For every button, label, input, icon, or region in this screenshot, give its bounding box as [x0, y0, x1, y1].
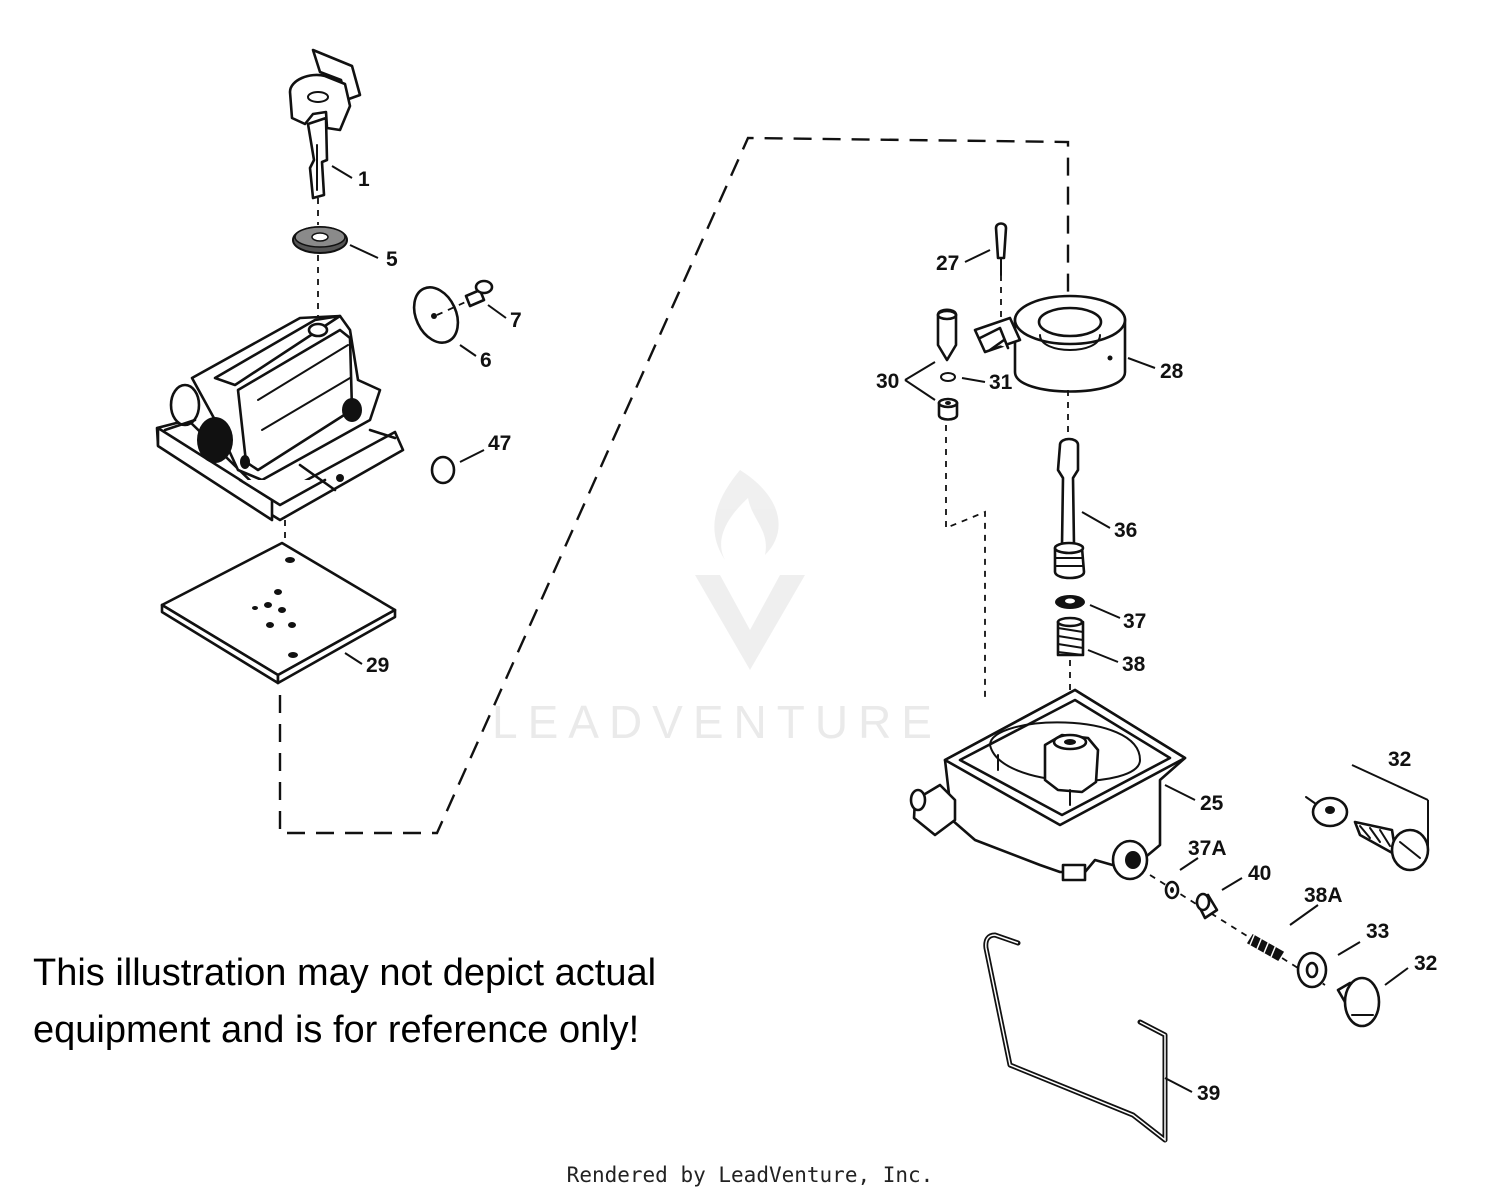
- part-25-float-bowl: [909, 688, 1187, 882]
- part-31-clip: [940, 372, 956, 382]
- callout-40: 40: [1248, 862, 1271, 885]
- callout-7: 7: [510, 309, 522, 332]
- callout-47: 47: [488, 432, 511, 455]
- callout-33: 33: [1366, 920, 1389, 943]
- part-27-float-pin: [994, 222, 1008, 276]
- part-47-welch-plug: [430, 455, 456, 485]
- part-7-throttle-screw: [464, 279, 494, 308]
- part-38A-spring: [1246, 932, 1285, 962]
- part-32-idle-screw-lower: [1336, 976, 1381, 1028]
- disclaimer-line-2: equipment and is for reference only!: [33, 1009, 640, 1051]
- part-6-throttle-plate: [412, 286, 460, 344]
- connector-dashed-line: [278, 136, 1070, 835]
- part-33-washer: [1296, 951, 1328, 989]
- callout-31: 31: [989, 371, 1013, 394]
- callout-38: 38: [1122, 653, 1146, 676]
- callout-37A: 37A: [1188, 837, 1227, 860]
- callout-37: 37: [1123, 610, 1146, 633]
- callout-38A: 38A: [1304, 884, 1343, 907]
- throttle-body: [155, 314, 405, 522]
- watermark-text: LEADVENTURE: [492, 696, 942, 748]
- callout-28: 28: [1160, 360, 1184, 383]
- callout-32-lower: 32: [1414, 952, 1437, 975]
- part-32-screw-assembly-upper: [1305, 764, 1430, 872]
- disclaimer-line-1: This illustration may not depict actual: [33, 952, 657, 994]
- part-37A-o-ring: [1164, 880, 1180, 900]
- callout-36: 36: [1114, 519, 1137, 542]
- part-30-needle-seat: [937, 397, 959, 421]
- callout-39: 39: [1197, 1082, 1220, 1105]
- leader-lines: [331, 165, 1409, 1093]
- callout-32-upper: 32: [1388, 748, 1411, 771]
- callout-25: 25: [1200, 792, 1224, 815]
- callout-1: 1: [358, 168, 370, 191]
- callout-29: 29: [366, 654, 389, 677]
- part-5-seal-washer: [292, 226, 348, 254]
- part-29-gasket: [160, 541, 397, 685]
- part-38-spring: [1056, 616, 1085, 657]
- part-39-retainer-wire: [983, 932, 1168, 1143]
- callout-27: 27: [936, 252, 959, 275]
- callout-5: 5: [386, 248, 398, 271]
- part-30-inlet-needle: [936, 308, 958, 362]
- leadventure-watermark: LEADVENTURE: [492, 470, 942, 748]
- callout-30: 30: [876, 370, 899, 393]
- part-1-throttle-shaft: [288, 48, 362, 200]
- callout-6: 6: [480, 349, 492, 372]
- disclaimer-text: This illustration may not depict actual …: [33, 945, 793, 1059]
- footer-credit: Rendered by LeadVenture, Inc.: [566, 1163, 934, 1187]
- part-36-main-nozzle: [1053, 437, 1086, 580]
- part-28-float: [973, 294, 1127, 393]
- part-37-washer: [1055, 595, 1085, 609]
- part-40-jet: [1195, 892, 1219, 920]
